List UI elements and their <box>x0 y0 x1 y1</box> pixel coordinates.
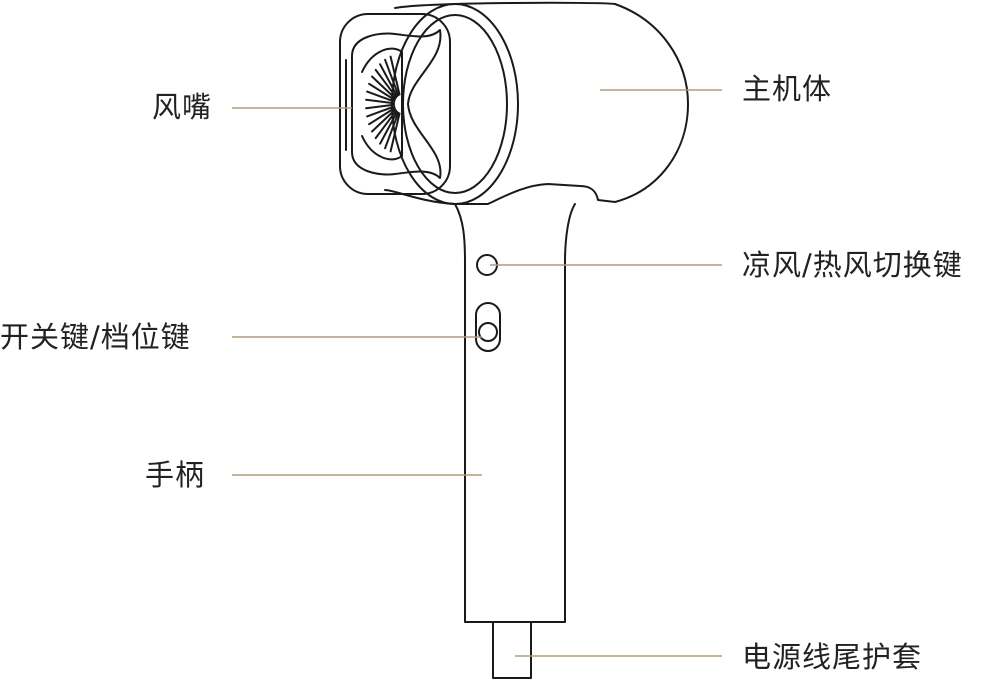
label-main-body: 主机体 <box>742 72 833 106</box>
grille-fin <box>379 110 399 145</box>
grille-fin <box>371 108 397 133</box>
nozzle-inner-panel <box>351 29 442 179</box>
grille-fin <box>379 63 399 98</box>
grille-fin <box>365 98 395 105</box>
grille-fin <box>365 103 395 110</box>
label-cord-sleeve: 电源线尾护套 <box>742 640 923 674</box>
main-body-outline <box>384 1 689 205</box>
grille-fin <box>366 90 396 103</box>
grille-fin <box>384 58 400 97</box>
grille-fin <box>368 107 396 126</box>
grille-fin <box>389 112 401 153</box>
power-gear-knob <box>478 322 498 342</box>
front-face-inner-ring <box>402 14 508 194</box>
label-handle: 手柄 <box>145 458 206 492</box>
cord-sleeve-outline <box>492 621 532 679</box>
power-gear-slider <box>475 302 501 352</box>
front-face-outer-ring <box>391 3 519 205</box>
handle-outline <box>454 203 576 623</box>
grille-fins <box>365 55 401 153</box>
nozzle-grille <box>361 47 403 161</box>
grille-fin <box>366 105 396 118</box>
grille-fin <box>389 55 401 96</box>
grille-fin <box>371 75 397 100</box>
nozzle-outline <box>339 13 451 195</box>
label-cool-hot-switch: 凉风/热风切换键 <box>742 248 963 282</box>
label-nozzle: 风嘴 <box>152 90 213 124</box>
grille-fin <box>374 109 398 140</box>
grille-fin <box>368 82 396 101</box>
grille-fin <box>374 68 398 99</box>
grille-fin <box>384 111 400 150</box>
label-power-gear-switch: 开关键/档位键 <box>0 320 191 354</box>
